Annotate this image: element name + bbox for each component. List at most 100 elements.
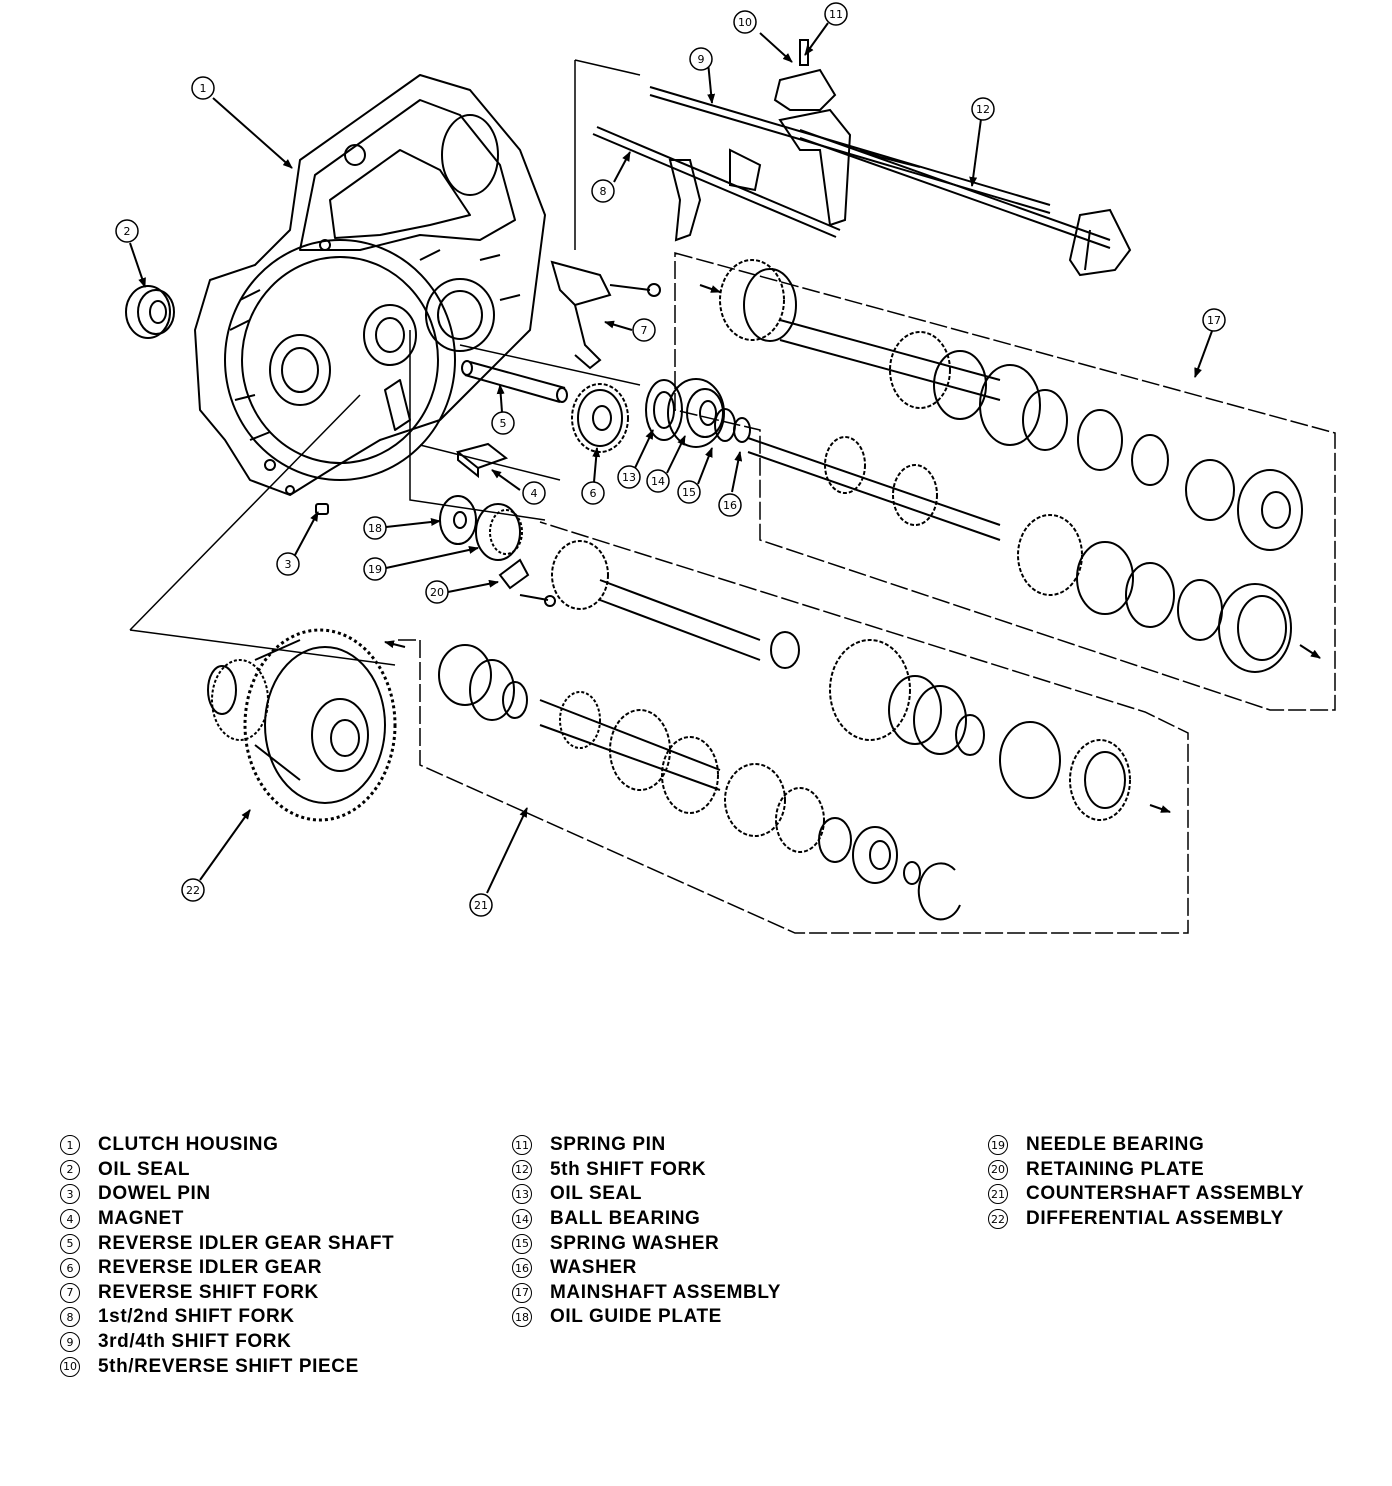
svg-text:19: 19	[368, 563, 382, 576]
legend-label: COUNTERSHAFT ASSEMBLY	[1026, 1183, 1305, 1205]
svg-text:9: 9	[698, 53, 705, 66]
legend-label: OIL GUIDE PLATE	[550, 1306, 722, 1328]
callout-number-6: 6	[581, 481, 605, 505]
callout-number-19: 19	[363, 557, 387, 581]
legend-number: 18	[512, 1307, 532, 1328]
reverse-idler-gear-shaft	[461, 360, 568, 403]
legend-number: 12	[512, 1159, 532, 1180]
dowel-pin	[315, 503, 329, 515]
svg-text:3: 3	[285, 558, 292, 571]
legend-label: 5th SHIFT FORK	[550, 1158, 707, 1180]
legend-item: 2 OIL SEAL	[60, 1158, 394, 1183]
oil-guide-plate	[439, 495, 477, 545]
legend-number: 5	[60, 1233, 80, 1254]
svg-text:13: 13	[622, 471, 636, 484]
legend-number: 15	[512, 1233, 532, 1254]
differential-assembly	[207, 628, 397, 822]
legend-number: 21	[988, 1184, 1008, 1205]
legend-label: MAGNET	[98, 1208, 184, 1230]
callout-number-22: 22	[181, 878, 205, 902]
clutch-housing	[194, 74, 546, 496]
legend-number: 11	[512, 1135, 532, 1156]
svg-text:2: 2	[124, 225, 131, 238]
svg-text:18: 18	[368, 522, 382, 535]
legend-item: 6 REVERSE IDLER GEAR	[60, 1256, 394, 1281]
legend-item: 1 CLUTCH HOUSING	[60, 1133, 394, 1158]
legend-number: 6	[60, 1258, 80, 1279]
legend-number: 8	[60, 1307, 80, 1328]
callout-number-13: 13	[617, 465, 641, 489]
callout-number-17: 17	[1202, 308, 1226, 332]
countershaft-assembly	[384, 521, 1189, 934]
legend-label: REVERSE IDLER GEAR SHAFT	[98, 1232, 395, 1254]
svg-text:7: 7	[641, 324, 648, 337]
svg-text:6: 6	[590, 487, 597, 500]
callout-number-4: 4	[522, 481, 546, 505]
callout-number-5: 5	[491, 411, 515, 435]
legend-item: 10 5th/REVERSE SHIFT PIECE	[60, 1354, 394, 1379]
legend-label: BALL BEARING	[550, 1208, 701, 1230]
callout-number-21: 21	[469, 893, 493, 917]
callout-number-2: 2	[115, 219, 139, 243]
legend-number: 17	[512, 1282, 532, 1303]
legend-number: 22	[988, 1209, 1008, 1230]
legend-label: CLUTCH HOUSING	[98, 1134, 279, 1156]
reverse-idler-gear	[571, 383, 629, 453]
legend-item: 8 1st/2nd SHIFT FORK	[60, 1305, 394, 1330]
oil-seal-left	[125, 285, 175, 339]
legend-label: RETAINING PLATE	[1026, 1158, 1205, 1180]
reverse-shift-fork	[550, 260, 661, 370]
callout-number-15: 15	[677, 480, 701, 504]
legend-number: 14	[512, 1209, 532, 1230]
legend-number: 16	[512, 1258, 532, 1279]
legend-label: DIFFERENTIAL ASSEMBLY	[1026, 1208, 1284, 1230]
svg-text:5: 5	[500, 417, 507, 430]
callout-number-10: 10	[733, 10, 757, 34]
svg-text:12: 12	[976, 103, 990, 116]
svg-text:17: 17	[1207, 314, 1221, 327]
callout-leaders	[129, 22, 1213, 894]
legend-number: 2	[60, 1159, 80, 1180]
legend-number: 10	[60, 1356, 80, 1377]
callout-number-9: 9	[689, 47, 713, 71]
magnet	[455, 442, 509, 479]
legend-item: 5 REVERSE IDLER GEAR SHAFT	[60, 1231, 394, 1256]
legend-number: 1	[60, 1135, 80, 1156]
callout-number-1: 1	[191, 76, 215, 100]
svg-text:22: 22	[186, 884, 200, 897]
legend-label: OIL SEAL	[98, 1158, 191, 1180]
callout-number-18: 18	[363, 516, 387, 540]
legend-label: REVERSE IDLER GEAR	[98, 1257, 323, 1279]
legend-label: 5th/REVERSE SHIFT PIECE	[98, 1355, 359, 1377]
mainshaft-front-bearing-set	[645, 378, 751, 448]
legend-label: DOWEL PIN	[98, 1183, 211, 1205]
svg-text:15: 15	[682, 486, 696, 499]
svg-text:11: 11	[829, 8, 843, 21]
callout-number-14: 14	[646, 469, 670, 493]
svg-text:21: 21	[474, 899, 488, 912]
legend-label: NEEDLE BEARING	[1026, 1134, 1205, 1156]
legend-item: 21 COUNTERSHAFT ASSEMBLY	[988, 1182, 1304, 1207]
legend-label: SPRING WASHER	[550, 1232, 720, 1254]
legend-label: OIL SEAL	[550, 1183, 643, 1205]
legend-label: 3rd/4th SHIFT FORK	[98, 1331, 292, 1353]
svg-text:20: 20	[430, 586, 444, 599]
needle-bearing	[475, 503, 523, 561]
svg-text:1: 1	[200, 82, 207, 95]
callout-number-16: 16	[718, 493, 742, 517]
legend-label: 1st/2nd SHIFT FORK	[98, 1306, 295, 1328]
svg-text:14: 14	[651, 475, 665, 488]
callout-number-7: 7	[632, 318, 656, 342]
